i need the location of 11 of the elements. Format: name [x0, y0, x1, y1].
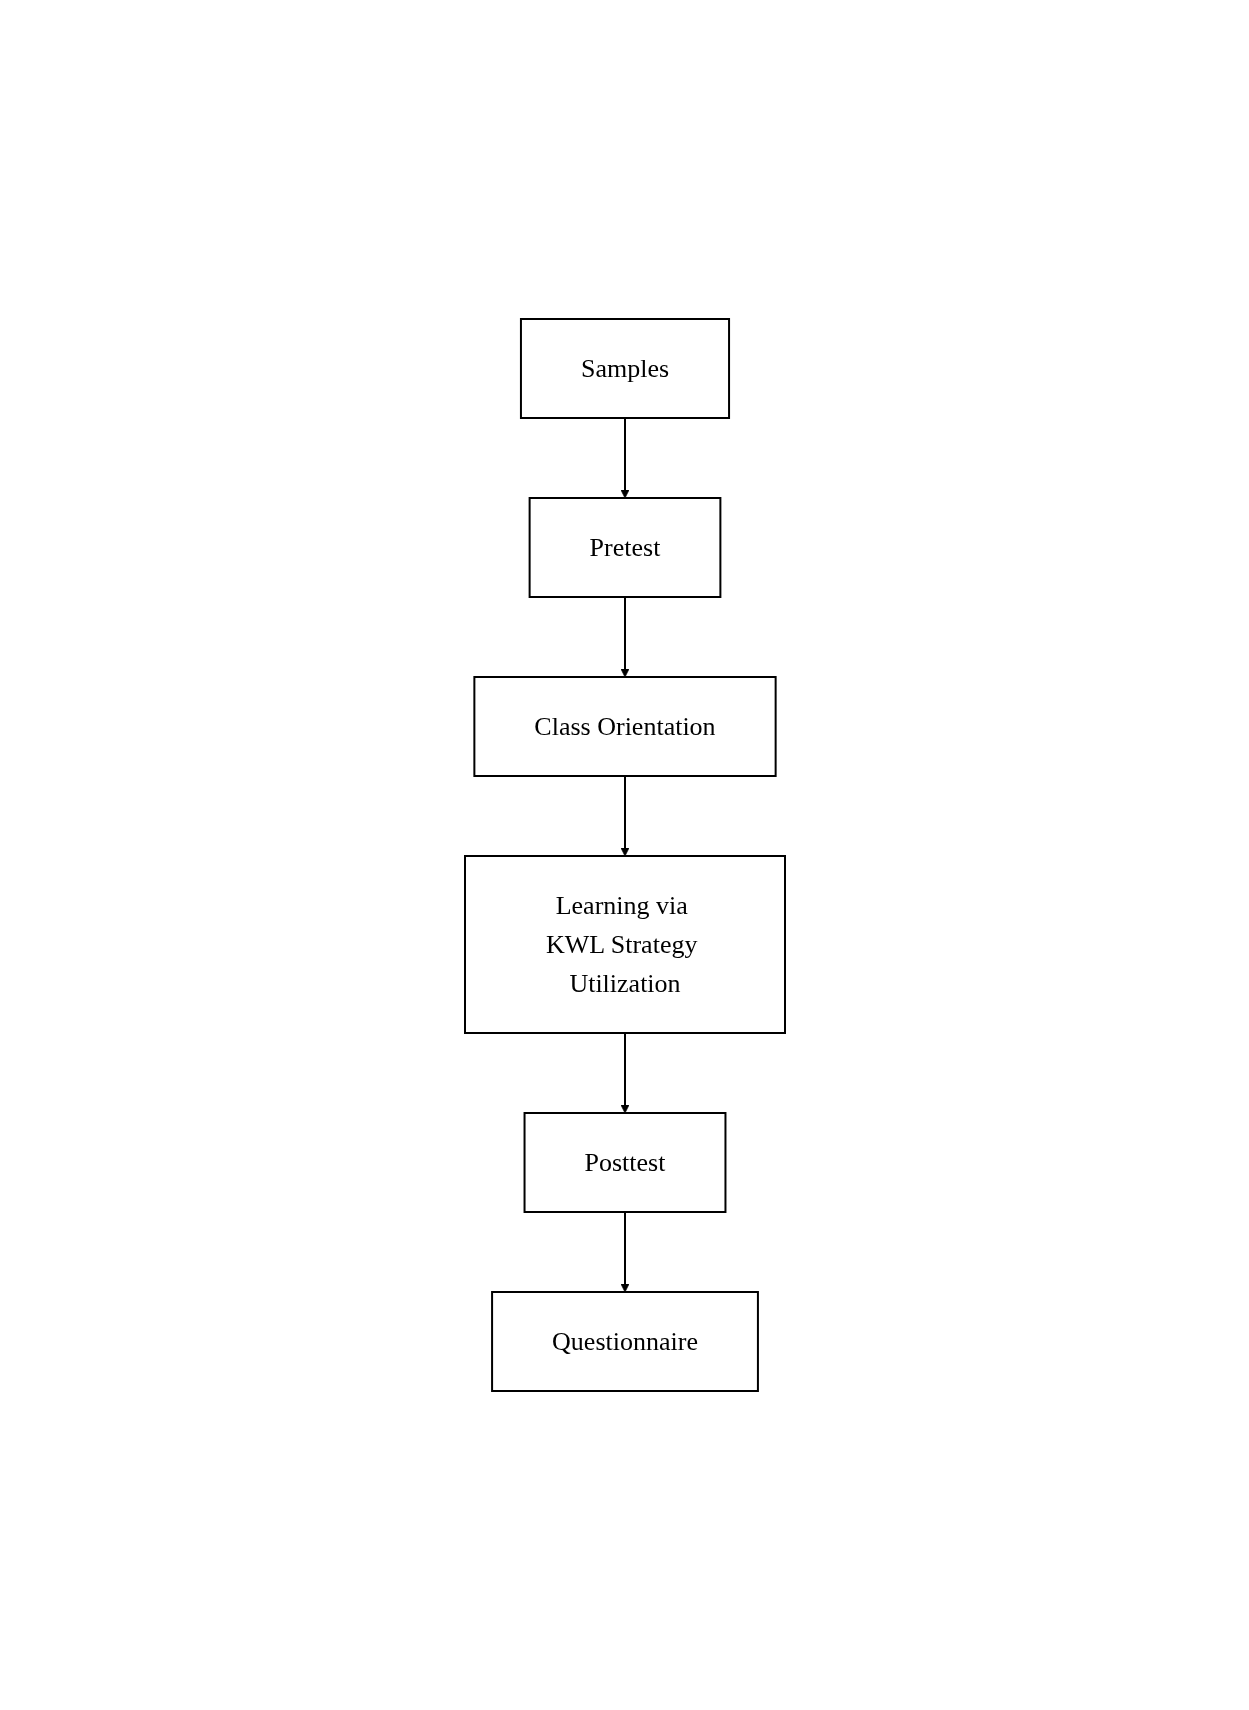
node-box: Learning via KWL Strategy Utilization: [463, 855, 786, 1034]
arrow: [620, 596, 629, 678]
arrow: [620, 417, 629, 499]
node-box: Posttest: [523, 1112, 726, 1213]
arrow: [620, 775, 629, 857]
node-box: Pretest: [528, 497, 721, 598]
arrow: [620, 1032, 629, 1114]
node-box: Class Orientation: [472, 676, 777, 777]
node-box: Questionnaire: [490, 1291, 759, 1392]
node-box: Samples: [519, 318, 730, 419]
arrow: [620, 1211, 629, 1293]
